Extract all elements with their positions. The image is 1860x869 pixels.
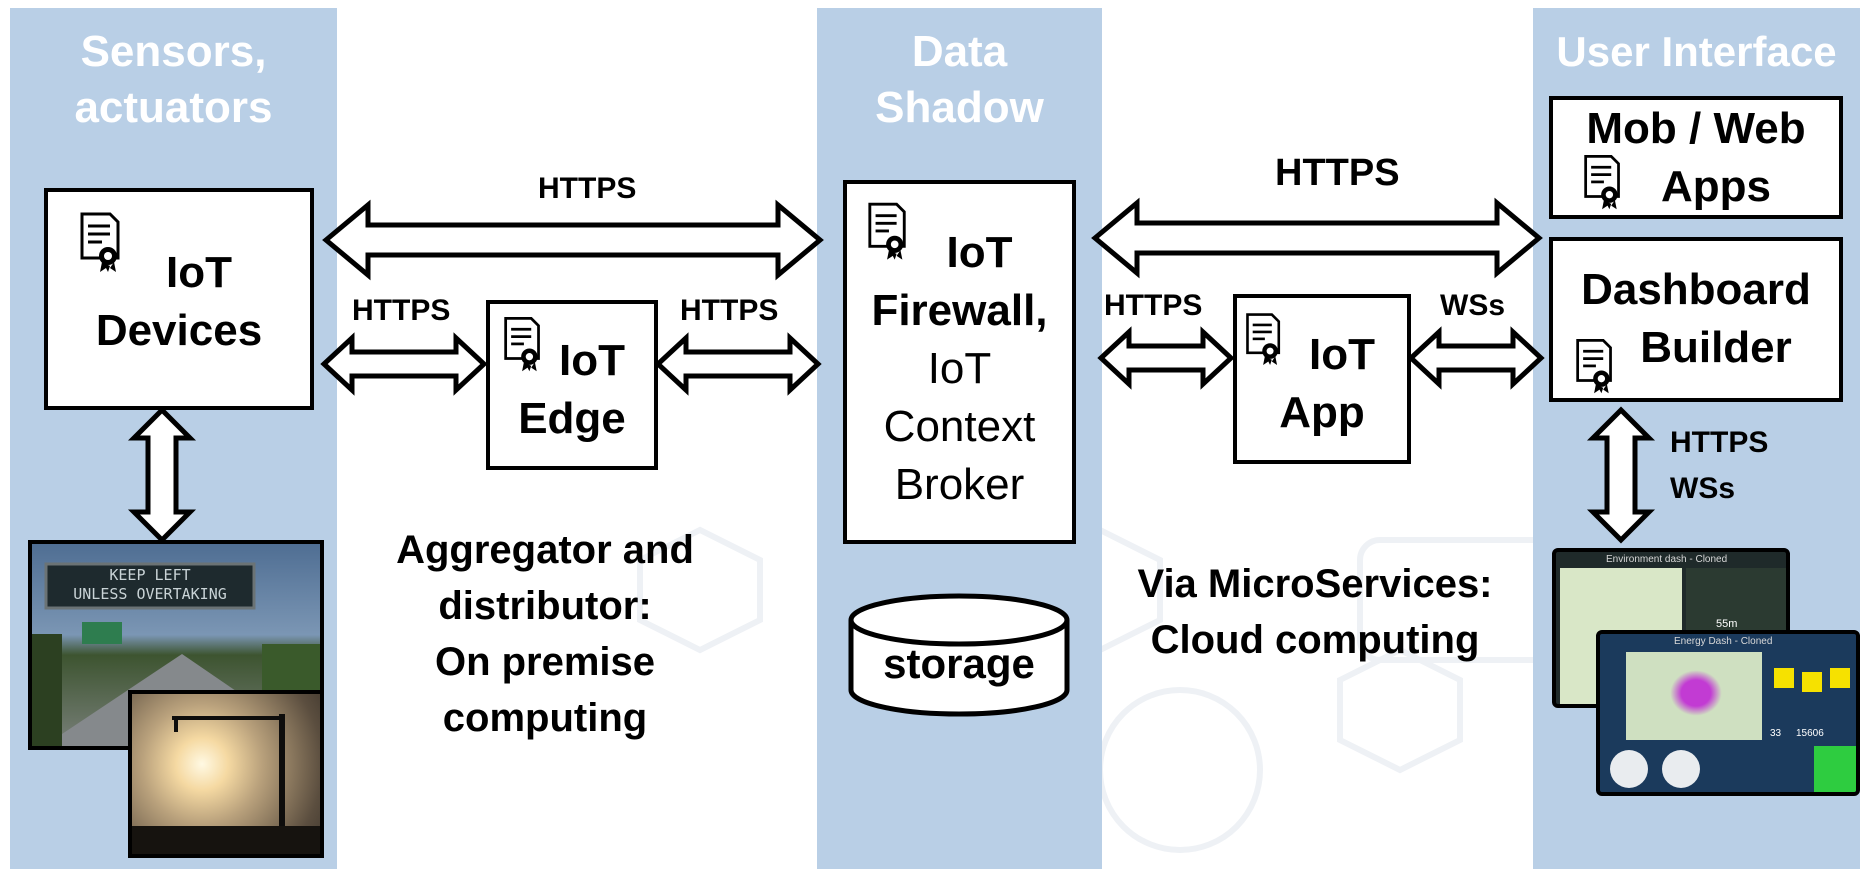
storage-label: storage: [883, 640, 1035, 687]
mob-web-label-1: Mob / Web: [1586, 104, 1806, 153]
road-sign-line-2: UNLESS OVERTAKING: [73, 585, 227, 603]
screen2-gauge: [1610, 750, 1648, 788]
dashboard-label-1: Dashboard: [1581, 265, 1811, 314]
screen2-gauges: [1610, 746, 1770, 792]
iot-edge-label-2: Edge: [518, 394, 626, 443]
link-label-devices-shadow: HTTPS: [538, 172, 637, 205]
dashboard-label-2: Builder: [1640, 323, 1792, 372]
shadow-title-line-1: Data: [911, 27, 1008, 76]
cloud-caption-line-2: Cloud computing: [1150, 618, 1480, 662]
edge-caption: Aggregator and distributor: On premise c…: [370, 522, 720, 746]
cloud-caption-line-1: Via MicroServices:: [1137, 562, 1493, 606]
arrow-firewall-app: [1097, 326, 1235, 390]
link-label-dashboard-screens: HTTPS WSs: [1670, 420, 1768, 512]
certificate-icon: [80, 212, 120, 272]
broker-label-3: Broker: [894, 460, 1025, 509]
iot-firewall-box: IoT Firewall, IoT Context Broker: [843, 180, 1076, 544]
arrow-app-dashboard: [1407, 326, 1545, 390]
sensors-title-line-1: Sensors,: [80, 27, 267, 76]
screen2-value-1: 33: [1770, 728, 1782, 739]
pole-illustration: [132, 714, 320, 854]
data-shadow-column-title: Data Shadow: [817, 24, 1102, 136]
iot-devices-box: IoT Devices: [44, 188, 314, 410]
road-sign-text: KEEP LEFT UNLESS OVERTAKING: [46, 566, 254, 604]
screen2-tile: [1802, 672, 1822, 692]
arrow-edge-firewall: [654, 332, 822, 396]
screen2-gauge: [1662, 750, 1700, 788]
screen1-title: Environment dash - Cloned: [1606, 554, 1728, 565]
iot-app-label-1: IoT: [1309, 330, 1375, 379]
storage-cylinder: [848, 593, 1070, 717]
screen2-tiles: [1768, 658, 1856, 722]
firewall-label-1: IoT: [946, 228, 1013, 277]
link-label-edge-shadow: HTTPS: [680, 294, 779, 327]
certificate-icon: [1576, 338, 1612, 394]
broker-label-1: IoT: [927, 344, 992, 393]
arrow-firewall-ui: [1091, 197, 1543, 279]
iot-devices-label-1: IoT: [166, 248, 232, 297]
edge-caption-line-1: Aggregator and: [396, 528, 694, 572]
mob-web-apps-box: Mob / Web Apps: [1549, 96, 1843, 219]
link-label-https: HTTPS: [1670, 426, 1769, 459]
screen2-status-tile: [1814, 746, 1856, 792]
iot-devices-label-2: Devices: [95, 306, 263, 355]
arrow-devices-firewall: [322, 199, 824, 281]
arrow-devices-photos: [127, 406, 197, 544]
sunset-pole-photo: [128, 690, 324, 858]
mob-web-label-2: Apps: [1661, 162, 1771, 211]
screen2-title: Energy Dash - Cloned: [1674, 636, 1773, 647]
edge-caption-line-3: On premise: [434, 640, 656, 684]
link-label-shadow-app: HTTPS: [1104, 289, 1203, 322]
certificate-icon: [1246, 313, 1281, 365]
broker-label-2: Context: [883, 402, 1036, 451]
screen1-value: 55m: [1716, 618, 1738, 630]
link-label-app-ui: WSs: [1440, 289, 1506, 322]
dashboard-builder-box: Dashboard Builder: [1549, 237, 1843, 402]
screen2-map: [1626, 652, 1762, 740]
link-label-devices-edge: HTTPS: [352, 294, 451, 327]
arrow-devices-edge: [320, 332, 488, 396]
road-sign-line-1: KEEP LEFT: [109, 566, 191, 584]
screen2-map-points: [1670, 670, 1722, 716]
firewall-label-2: Firewall,: [871, 286, 1048, 335]
arrow-dashboard-screens: [1586, 406, 1656, 544]
shadow-title-line-2: Shadow: [875, 83, 1044, 132]
certificate-icon: [1584, 154, 1620, 210]
edge-caption-line-2: distributor:: [438, 584, 652, 628]
sensors-title-line-2: actuators: [74, 83, 273, 132]
link-label-shadow-ui: HTTPS: [1275, 152, 1400, 194]
iot-edge-label-1: IoT: [559, 336, 625, 385]
cloud-caption: Via MicroServices: Cloud computing: [1110, 556, 1520, 668]
certificate-icon: [504, 316, 540, 372]
energy-dashboard-screen: Energy Dash - Cloned 33 15606: [1596, 630, 1860, 796]
user-interface-column-title: User Interface: [1556, 28, 1837, 75]
iot-app-label-2: App: [1279, 388, 1365, 437]
screen2-tile: [1830, 668, 1850, 688]
screen2-tile: [1774, 668, 1794, 688]
edge-caption-line-4: computing: [442, 696, 648, 740]
screen2-value-2: 15606: [1796, 728, 1824, 739]
certificate-icon: [868, 202, 906, 260]
sensors-column-title: Sensors, actuators: [10, 24, 337, 136]
link-label-wss: WSs: [1670, 472, 1736, 505]
